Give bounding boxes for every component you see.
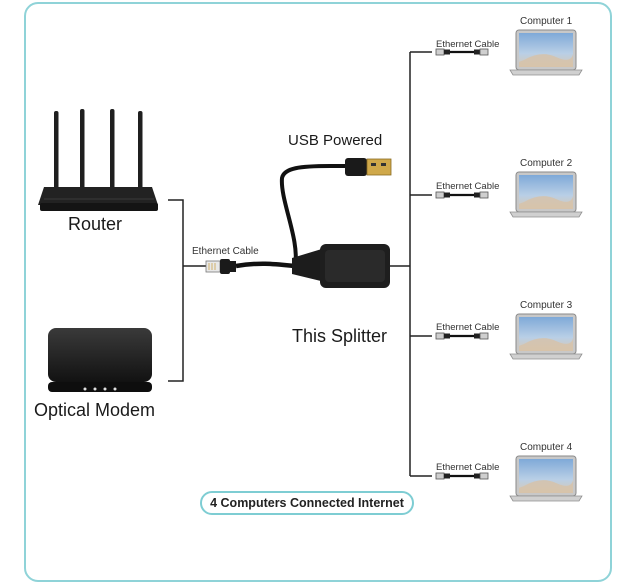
computer-3-laptop-icon (509, 313, 583, 360)
router-icon (38, 109, 158, 211)
computer-3-label: Computer 3 (520, 300, 573, 311)
diagram-frame (24, 2, 612, 582)
modem-icon (48, 328, 152, 392)
computer-2-laptop-icon (509, 171, 583, 218)
ethernet-cable-icon-4 (434, 471, 490, 481)
cable-label-1: Ethernet Cable (436, 39, 500, 50)
input-ethernet-cable-label: Ethernet Cable (192, 246, 259, 257)
computer-4-laptop-icon (509, 455, 583, 502)
computer-1-label: Computer 1 (520, 16, 573, 27)
ethernet-cable-icon-3 (434, 331, 490, 341)
computer-1-laptop-icon (509, 29, 583, 76)
caption-badge: 4 Computers Connected Internet (200, 491, 414, 515)
ethernet-plug-icon (205, 259, 236, 274)
cable-label-4: Ethernet Cable (436, 462, 500, 473)
computer-4-label: Computer 4 (520, 442, 573, 453)
modem-label: Optical Modem (34, 400, 156, 420)
ethernet-cable-icon-2 (434, 190, 490, 200)
cable-label-2: Ethernet Cable (436, 181, 500, 192)
splitter-icon (235, 158, 392, 288)
router-label: Router (68, 214, 123, 234)
cable-label-3: Ethernet Cable (436, 322, 500, 333)
usb-powered-label: USB Powered (288, 132, 383, 149)
splitter-label: This Splitter (292, 326, 388, 346)
left-bracket-line (168, 199, 184, 382)
computer-2-label: Computer 2 (520, 158, 573, 169)
